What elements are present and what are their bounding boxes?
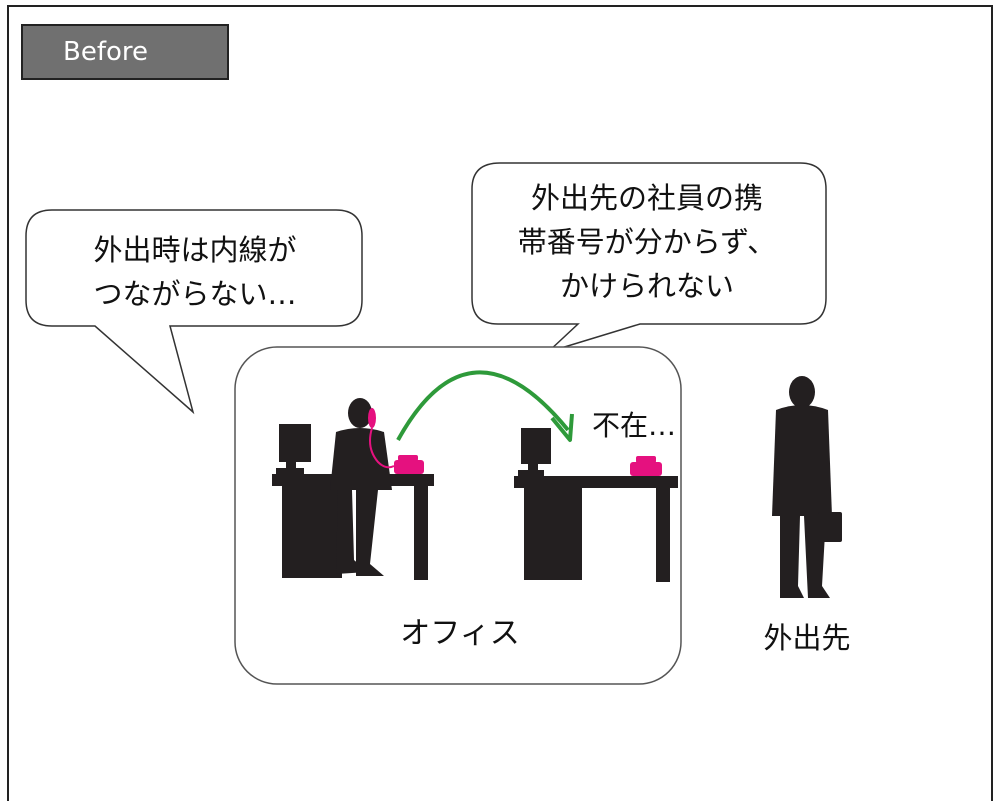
absent-label: 不在… [592,409,677,442]
bubble-right-line: 帯番号が分からず、 [517,225,777,259]
before-label: Before [21,24,229,80]
outer-frame [7,5,993,801]
person-on-phone-icon [330,398,392,576]
bubble-right-line: 外出先の社員の携 [530,181,763,215]
speech-bubble-right [471,162,827,353]
office-label: オフィス [400,616,520,651]
destination-label: 外出先 [763,621,851,655]
bubble-right-text: 外出先の社員の携 帯番号が分からず、 かけられない [472,176,822,308]
call-arrow [396,370,574,442]
phone-icon [368,408,424,474]
monitor-icon [279,424,311,462]
bubble-left-line: 外出時は内線が [93,233,297,267]
bubble-left-line: つながらない… [93,277,297,311]
bubble-left-text: 外出時は内線が つながらない… [30,228,360,316]
briefcase-icon [818,512,842,542]
office-desk-with-caller [272,398,434,580]
office-desk-empty [514,428,678,582]
phone-icon-2 [630,456,662,476]
bubble-right-line: かけられない [559,269,734,303]
monitor-icon-2 [521,428,551,464]
speech-bubble-left [25,209,363,415]
person-outside-icon [772,376,842,598]
